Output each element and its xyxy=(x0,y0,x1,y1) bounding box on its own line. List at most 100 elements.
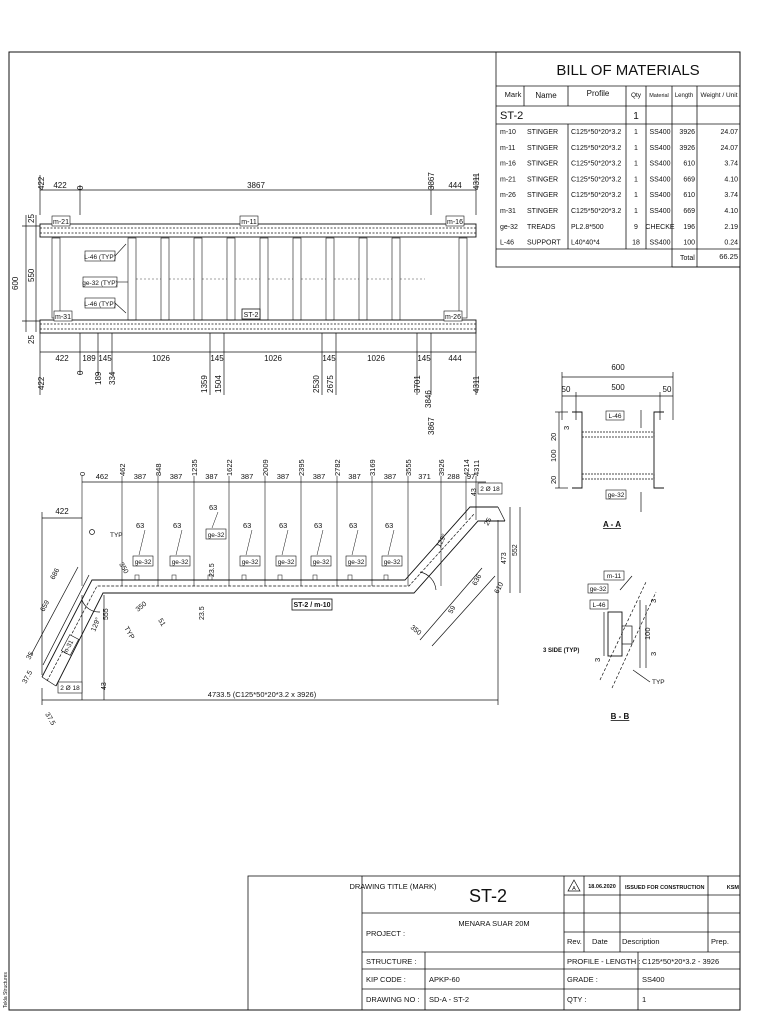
plan-top-ord-1: 0 xyxy=(76,185,85,190)
bom-cell-r2-c3: 1 xyxy=(634,161,638,168)
tb-rev-header: Rev. xyxy=(567,937,582,946)
bom-cell-r0-c3: 1 xyxy=(634,129,638,136)
sec-b-dim-3b: 3 xyxy=(649,652,658,656)
tb-grade-value: SS400 xyxy=(642,975,665,984)
elev-misc-dim-8: 555 xyxy=(103,608,110,620)
elev-top-ord-12: 4311 xyxy=(472,460,481,476)
elev-tread-label-6: ge-32 xyxy=(348,559,365,566)
sec-b-label-ge32: ge-32 xyxy=(590,586,607,593)
elev-misc-dim-9: 23.5 xyxy=(209,563,216,577)
plan-callout-l46-top: L-46 (TYP) xyxy=(84,254,116,261)
elev-tread-leader-2 xyxy=(211,511,219,529)
elev-top-ord-5: 2009 xyxy=(261,459,270,476)
tb-rev-marker-icon xyxy=(567,879,581,892)
elev-tread-support-1 xyxy=(171,574,177,581)
bom-cell-r2-c0: m-16 xyxy=(500,161,516,168)
tb-rev-date: 18.06.2020 xyxy=(588,884,616,890)
elev-tread-support-4 xyxy=(277,574,283,581)
tb-drawing-title-label: DRAWING TITLE (MARK) xyxy=(349,882,437,891)
plan-bot-dim-8: 145 xyxy=(417,354,431,363)
bom-header-qty: Qty xyxy=(631,92,642,99)
plan-bot-ord-6: 2530 xyxy=(312,375,321,393)
plan-side-550: 550 xyxy=(27,268,36,282)
plan-bot-ord-9: 3846 xyxy=(424,390,433,408)
bom-total-value: 66.25 xyxy=(719,252,738,261)
bom-cell-r5-c2: C125*50*20*3.2 xyxy=(571,208,621,215)
tb-rev-marker: A xyxy=(572,886,576,892)
bom-cell-r7-c2: L40*40*4 xyxy=(571,240,600,247)
bom-cell-r7-c3: 18 xyxy=(632,240,640,247)
plan-view xyxy=(22,175,477,395)
bom-headers: Mark Name Profile Qty Material Length We… xyxy=(505,89,738,100)
elev-member-label: ST-2 / m-10 xyxy=(294,602,331,609)
elev-top-dim-10: 288 xyxy=(447,472,460,481)
elev-tread-leader-6 xyxy=(351,529,359,556)
bom-title: BILL OF MATERIALS xyxy=(556,62,699,79)
bom-cell-r7-c1: SUPPORT xyxy=(527,240,561,247)
bom-cell-r3-c0: m-21 xyxy=(500,176,516,183)
elev-tread-box-0 xyxy=(132,555,154,567)
plan-bottom-ordinates: 422 0 189 334 1359 1504 2530 2675 3701 3… xyxy=(37,370,481,435)
bom-cell-r5-c1: STINGER xyxy=(527,208,558,215)
elev-top-ord-2: 848 xyxy=(154,463,163,476)
bom-cell-r5-c4: SS400 xyxy=(649,208,670,215)
elev-tread-label-7: ge-32 xyxy=(384,559,401,566)
sec-a-dim-600: 600 xyxy=(611,363,625,372)
bom-header-mark: Mark xyxy=(505,90,522,99)
bom-cell-r0-c0: m-10 xyxy=(500,129,516,136)
tb-kip-value: APKP-60 xyxy=(429,975,460,984)
plan-top-ordinates: 422 0 3867 4311 xyxy=(37,172,481,190)
bom-cell-r2-c1: STINGER xyxy=(527,161,558,168)
section-a-a xyxy=(555,372,674,512)
bom-cell-r1-c1: STINGER xyxy=(527,145,558,152)
bom-cell-r3-c5: 669 xyxy=(683,176,695,183)
section-b-b xyxy=(599,575,657,689)
elev-misc-dim-11: 51 xyxy=(156,618,166,628)
elev-top-dim-6: 387 xyxy=(313,472,326,481)
elev-top-dim-0: 462 xyxy=(96,472,109,481)
elev-top-dim-9: 371 xyxy=(418,472,431,481)
sec-b-dim-3c: 3 xyxy=(593,658,602,662)
plan-mark-m21: m-21 xyxy=(53,219,69,226)
elev-top-ord-9: 3555 xyxy=(404,459,413,476)
bom-cell-r4-c0: m-26 xyxy=(500,192,516,199)
elev-bottom-total: 4733.5 (C125*50*20*3.2 x 3926) xyxy=(208,690,317,699)
elev-tread-63-7: 63 xyxy=(385,521,393,530)
sec-a-left-3: 3 xyxy=(562,426,571,430)
plan-bot-ord-5: 1504 xyxy=(214,375,223,393)
sec-a-label-ge32: ge-32 xyxy=(608,492,625,499)
elev-tread-label-4: ge-32 xyxy=(278,559,295,566)
plan-mark-m31: m-31 xyxy=(55,314,71,321)
elevation-tread-ticks xyxy=(81,476,477,586)
elev-top-dim-1: 387 xyxy=(134,472,147,481)
plan-bot-dim-4: 145 xyxy=(210,354,224,363)
plan-dim-left-overhang: 422 xyxy=(53,181,67,190)
elev-misc-dim-7: 43 xyxy=(101,682,108,690)
elev-top-ord-0: 0 xyxy=(78,472,87,476)
bom-cell-r6-c3: 9 xyxy=(634,224,638,231)
elev-tread-label-0: ge-32 xyxy=(135,559,152,566)
elev-top-dim-11: 97 xyxy=(467,472,475,481)
elev-bolt-top: 2 Ø 18 xyxy=(480,486,500,493)
sec-b-title: B - B xyxy=(611,712,630,721)
tb-drawing-no-value: SD-A - ST-2 xyxy=(429,995,469,1004)
elev-tread-box-1 xyxy=(169,555,191,567)
tb-project-label: PROJECT : xyxy=(366,929,405,938)
elev-misc-dim-17: 636 xyxy=(472,573,484,587)
elev-tread-box-3 xyxy=(239,555,261,567)
bom-header-material: Material xyxy=(649,93,669,99)
sec-a-left-20b: 20 xyxy=(549,476,558,484)
plan-bot-dim-2: 145 xyxy=(98,354,112,363)
elev-tread-leader-0 xyxy=(138,529,146,556)
elev-misc-dim-16: 59 xyxy=(448,605,458,615)
bom-cell-r4-c5: 610 xyxy=(683,192,695,199)
tb-kip-label: KIP CODE : xyxy=(366,975,406,984)
elev-tread-leader-4 xyxy=(281,529,289,556)
tb-qty-value: 1 xyxy=(642,995,646,1004)
elev-misc-dim-2: 659 xyxy=(40,599,52,613)
bom-header-weight: Weight / Unit xyxy=(700,92,737,99)
elev-top-ord-11: 4214 xyxy=(462,459,471,476)
bom-header-name: Name xyxy=(535,91,557,100)
plan-bot-dim-0: 422 xyxy=(55,354,69,363)
elev-misc-dim-18: 610 xyxy=(494,581,506,595)
